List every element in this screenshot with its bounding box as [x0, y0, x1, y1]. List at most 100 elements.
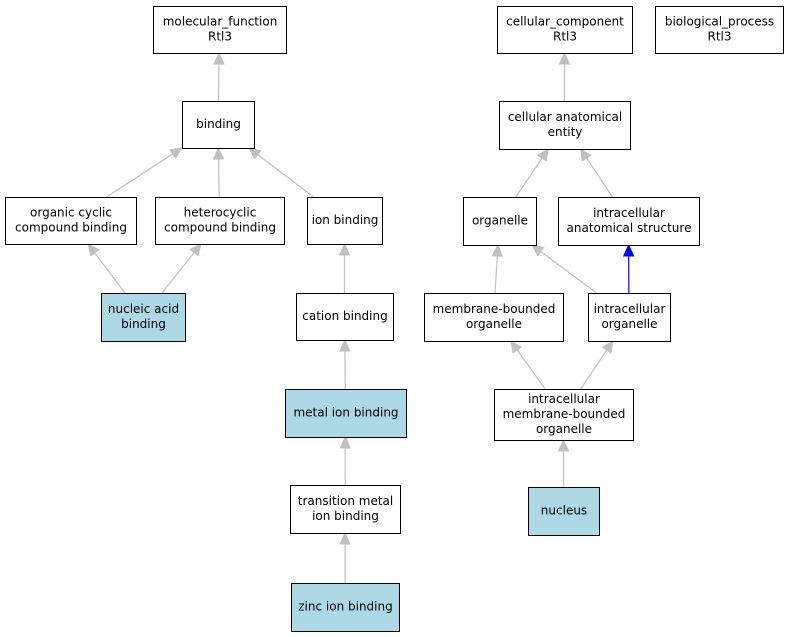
node-box	[463, 197, 537, 246]
edge-arrowhead	[601, 340, 614, 354]
edge-line	[516, 349, 546, 390]
edge-organelle-to-cell-anat	[515, 148, 549, 198]
node-label-line: molecular_function	[163, 15, 278, 29]
node-label-line: nucleus	[541, 504, 587, 518]
edge-arrowhead	[536, 148, 549, 162]
node-label-line: binding	[121, 317, 166, 331]
node-box	[497, 6, 633, 54]
node-organelle[interactable]: organelle	[463, 197, 537, 246]
node-label-line: binding	[196, 117, 241, 131]
edge-heterocyclic-to-binding	[212, 146, 225, 198]
node-label-line: compound binding	[164, 221, 276, 235]
node-ion-binding[interactable]: ion binding	[307, 197, 383, 245]
edge-mem-org-to-organelle	[491, 243, 504, 294]
node-label-line: organelle	[601, 317, 657, 331]
edges-layer	[87, 51, 635, 583]
node-label-line: intracellular	[594, 302, 666, 316]
edge-line	[161, 252, 195, 294]
node-cation-binding[interactable]: cation binding	[296, 293, 394, 341]
node-label-line: nucleic acid	[108, 302, 179, 316]
edge-arrowhead	[339, 338, 351, 352]
edge-cation-binding-to-ion-binding	[338, 242, 351, 293]
edge-arrowhead	[557, 438, 570, 452]
node-label-line: ion binding	[312, 509, 379, 523]
node-label-line: Rtl3	[208, 30, 232, 44]
edge-line	[217, 63, 220, 102]
node-box	[655, 6, 784, 54]
node-label-line: metal ion binding	[293, 406, 398, 420]
node-box	[101, 293, 186, 342]
node-label-line: organelle	[466, 317, 522, 331]
edge-metal-ion-to-cation-binding	[339, 338, 351, 390]
edge-arrowhead	[189, 243, 202, 257]
node-box	[307, 197, 383, 245]
node-label-line: transition metal	[298, 494, 393, 508]
edge-arrowhead	[579, 147, 592, 162]
node-label-line: zinc ion binding	[298, 600, 392, 614]
node-box	[424, 293, 564, 342]
edge-arrowhead	[622, 243, 635, 257]
edge-nucleic-acid-to-heterocyclic	[161, 243, 202, 294]
node-label-line: membrane-bounded	[433, 302, 556, 316]
edge-ion-binding-to-binding	[248, 147, 314, 198]
node-label-line: Rtl3	[553, 30, 577, 44]
node-box	[558, 197, 700, 246]
edge-line	[217, 158, 220, 198]
node-box	[291, 583, 400, 632]
edge-line	[257, 154, 314, 198]
edge-arrowhead	[248, 147, 262, 160]
edge-line	[94, 252, 126, 294]
edge-arrowhead	[338, 242, 351, 256]
node-label-line: cellular anatomical	[508, 110, 622, 124]
node-label-line: cation binding	[302, 309, 387, 323]
edge-nucleic-acid-to-organic-cyclic	[87, 243, 126, 294]
nodes-layer: molecular_functionRtl3cellular_component…	[5, 6, 784, 632]
edge-cell-anat-to-cc-root	[558, 51, 571, 101]
node-box	[494, 389, 634, 441]
node-metal-ion[interactable]: metal ion binding	[285, 389, 407, 438]
edge-intra-org-to-organelle	[530, 244, 597, 294]
edge-intra-org-to-intra-anat	[622, 243, 635, 294]
edge-organic-cyclic-to-binding	[106, 147, 184, 198]
edge-transition-metal-to-metal-ion	[339, 435, 352, 486]
edge-arrowhead	[169, 147, 184, 160]
node-nucleus[interactable]: nucleus	[528, 487, 600, 536]
edge-intra-anat-to-cell-anat	[579, 147, 613, 198]
node-box	[285, 389, 407, 438]
edge-arrowhead	[87, 243, 100, 257]
edge-arrowhead	[491, 243, 504, 257]
node-box	[153, 6, 287, 54]
node-label-line: biological_process	[665, 15, 774, 29]
node-box	[5, 197, 137, 245]
node-binding[interactable]: binding	[182, 101, 255, 149]
edge-intra-mem-org-to-mem-org	[509, 340, 546, 390]
edge-nucleus-to-intra-mem-org	[557, 438, 570, 487]
edge-arrowhead	[212, 146, 225, 160]
node-label-line: organelle	[472, 214, 528, 228]
node-box	[296, 293, 394, 341]
edge-arrowhead	[339, 531, 351, 545]
node-label-line: entity	[548, 125, 583, 139]
node-label-line: intracellular	[593, 206, 665, 220]
edge-arrowhead	[530, 244, 545, 257]
edge-line	[586, 157, 613, 198]
node-label-line: intracellular	[528, 392, 600, 406]
node-box	[155, 197, 285, 245]
node-zinc-ion[interactable]: zinc ion binding	[291, 583, 400, 632]
edge-line	[580, 349, 608, 390]
edge-line	[106, 153, 174, 198]
edge-arrowhead	[558, 51, 571, 65]
